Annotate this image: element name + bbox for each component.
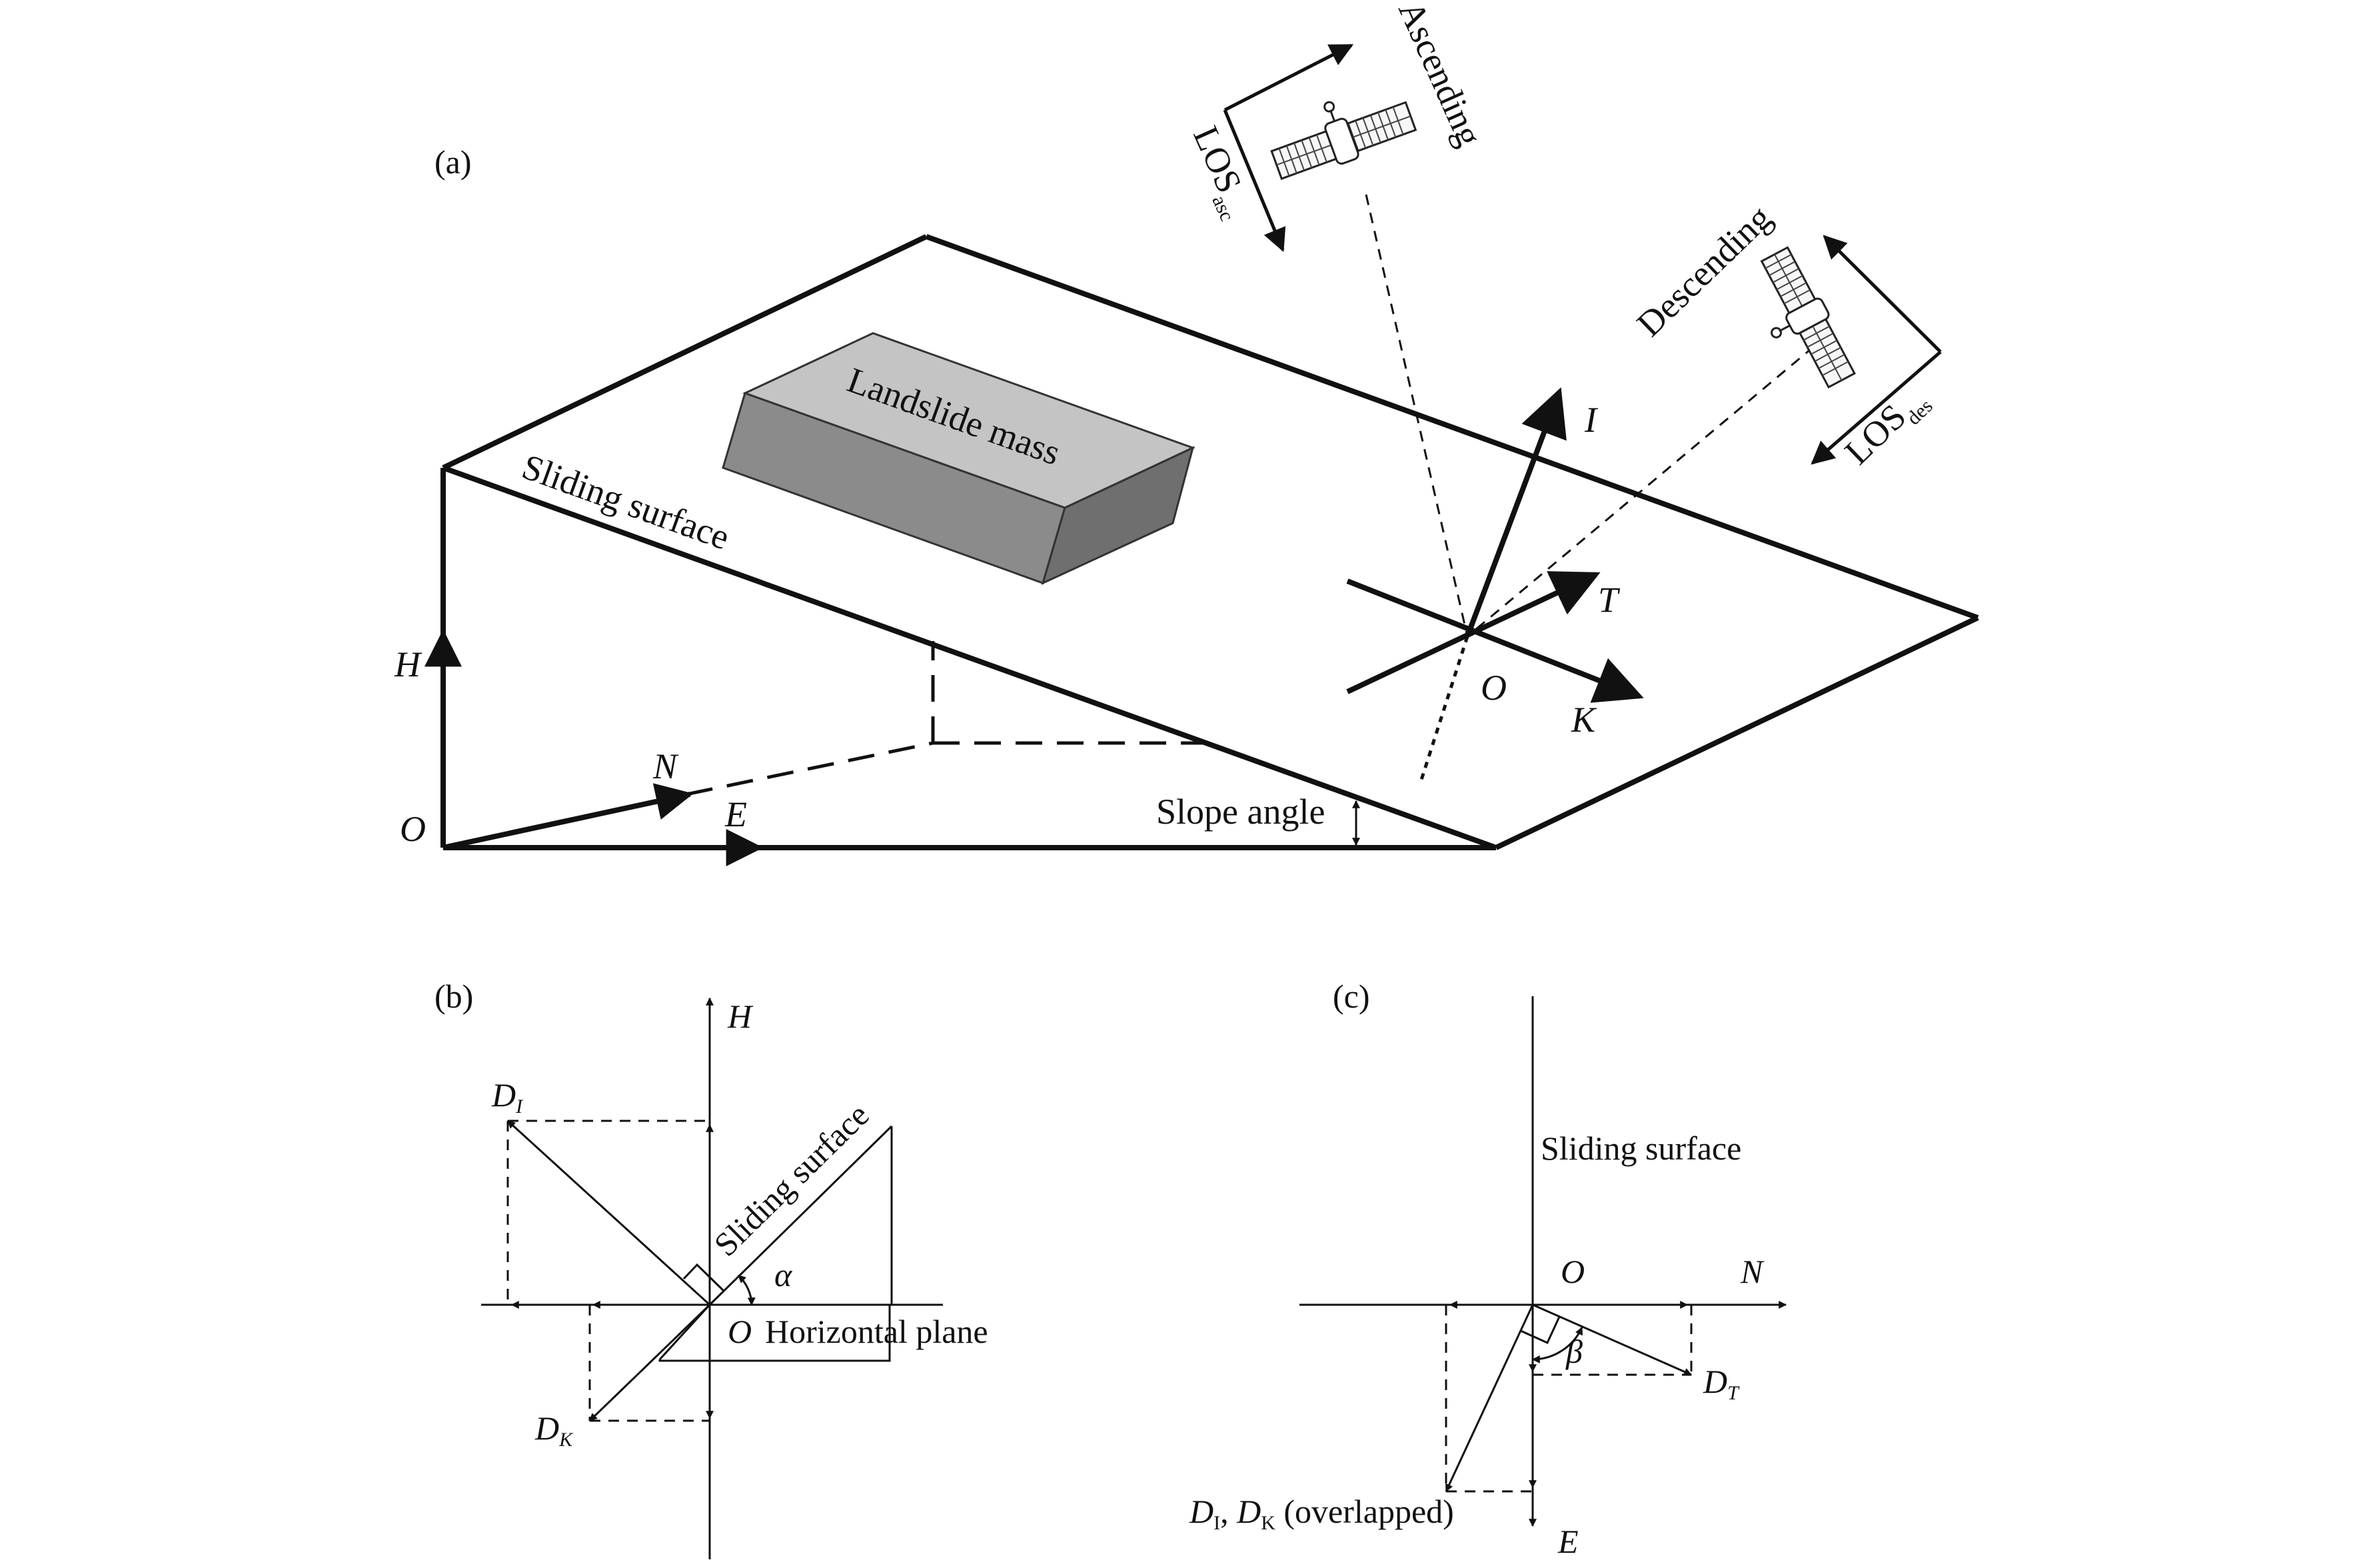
- n-axis-label: N: [652, 746, 679, 786]
- landslide-mass-side: [1041, 446, 1195, 585]
- c-dik-label: DI, DK (overlapped): [1189, 1493, 1454, 1534]
- slope-origin-label: O: [1481, 668, 1507, 708]
- b-horizontal-plane-bracket: [658, 1359, 891, 1362]
- h-axis-label: H: [394, 644, 422, 684]
- c-dt-main: D: [1703, 1363, 1727, 1400]
- b-dk-vector: [588, 1303, 711, 1422]
- los-ascending-line: [1365, 194, 1469, 637]
- c-sliding-surface-label: Sliding surface: [1541, 1130, 1741, 1167]
- c-dt-label: DT: [1703, 1363, 1740, 1404]
- b-alpha-label: α: [774, 1256, 793, 1293]
- slope-top-left-edge: [442, 234, 928, 470]
- k-axis-arrow: [1346, 578, 1644, 703]
- c-overlapped-note: (overlapped): [1275, 1493, 1454, 1530]
- b-alpha-arc: [737, 1274, 756, 1306]
- b-di-vector: [506, 1120, 711, 1306]
- e-axis-label: E: [724, 794, 747, 834]
- c-n-axis-label: N: [1740, 1253, 1765, 1290]
- descending-label: Descending: [1629, 197, 1779, 344]
- los-des-arrow: [1811, 351, 1942, 465]
- t-axis-label: T: [1598, 580, 1621, 620]
- c-di-main: D: [1189, 1493, 1213, 1530]
- descending-direction-arrow: [1823, 235, 1942, 353]
- b-sliding-surface-label: Sliding surface: [706, 1096, 876, 1263]
- c-dt-vector: [1532, 1303, 1693, 1376]
- slope-top-far-edge: [925, 234, 1979, 620]
- hidden-base-diagonal: [686, 741, 934, 796]
- c-beta-arc: [1531, 1326, 1583, 1363]
- satellite-ascending-icon: [1270, 101, 1417, 181]
- b-di-main: D: [491, 1076, 516, 1114]
- i-axis-arrow: [1465, 387, 1567, 638]
- t-axis-arrow: [1346, 571, 1601, 694]
- b-dk-sub: K: [558, 1429, 574, 1451]
- sliding-surface-edge: [442, 465, 1497, 850]
- panel-a-label: (a): [434, 143, 472, 181]
- panel-c-label: (c): [1333, 978, 1370, 1015]
- los-asc-label: LOSasc: [1180, 120, 1260, 224]
- panel-a: (a) H N E O Sliding surface Slope angle: [394, 0, 1979, 866]
- c-dk-sub: K: [1261, 1512, 1275, 1534]
- c-dik-vector: [1445, 1304, 1534, 1493]
- c-dt-sub: T: [1727, 1382, 1740, 1404]
- b-dk-label: DK: [534, 1409, 574, 1451]
- los-asc-main: LOS: [1185, 120, 1249, 199]
- c-origin-label: O: [1561, 1253, 1585, 1290]
- slope-right-edge: [1495, 615, 1979, 850]
- b-h-axis-label: H: [727, 998, 754, 1035]
- b-right-angle-mark: [682, 1263, 725, 1292]
- b-horizontal-plane-label: Horizontal plane: [765, 1313, 988, 1350]
- los-asc-arrow: [1223, 109, 1286, 253]
- panel-c: (c) Sliding surface O N E DT β DI, DK (o…: [1189, 978, 1787, 1560]
- c-di-sub: I: [1213, 1512, 1220, 1534]
- los-des-main: LOS: [1837, 396, 1914, 472]
- c-e-axis-label: E: [1557, 1523, 1579, 1560]
- sliding-surface-label: Sliding surface: [517, 446, 735, 558]
- origin-label: O: [400, 809, 426, 849]
- panel-b-label: (b): [434, 978, 473, 1015]
- b-origin-label: O: [728, 1313, 752, 1350]
- c-beta-label: β: [1565, 1333, 1583, 1370]
- los-descending-line: [1467, 345, 1815, 638]
- landslide-mass: Landslide mass: [722, 332, 1195, 585]
- i-axis-label: I: [1584, 400, 1599, 440]
- n-axis-arrow: [442, 783, 694, 850]
- b-di-label: DI: [491, 1076, 524, 1118]
- satellite-descending-icon: [1760, 246, 1856, 389]
- b-dk-main: D: [534, 1409, 559, 1447]
- k-axis-label: K: [1571, 700, 1597, 740]
- c-overlap-sep: ,: [1220, 1493, 1237, 1530]
- c-right-angle-mark: [1520, 1316, 1561, 1344]
- i-axis-below-dotted: [1419, 636, 1469, 780]
- slope-angle-label: Slope angle: [1156, 792, 1325, 832]
- ascending-direction-arrow: [1223, 43, 1354, 112]
- b-di-sub: I: [515, 1096, 524, 1118]
- c-dk-main: D: [1236, 1493, 1261, 1530]
- panel-b: (b) H Sliding surface O Horizontal plane…: [434, 978, 988, 1559]
- los-asc-sub: asc: [1207, 192, 1238, 224]
